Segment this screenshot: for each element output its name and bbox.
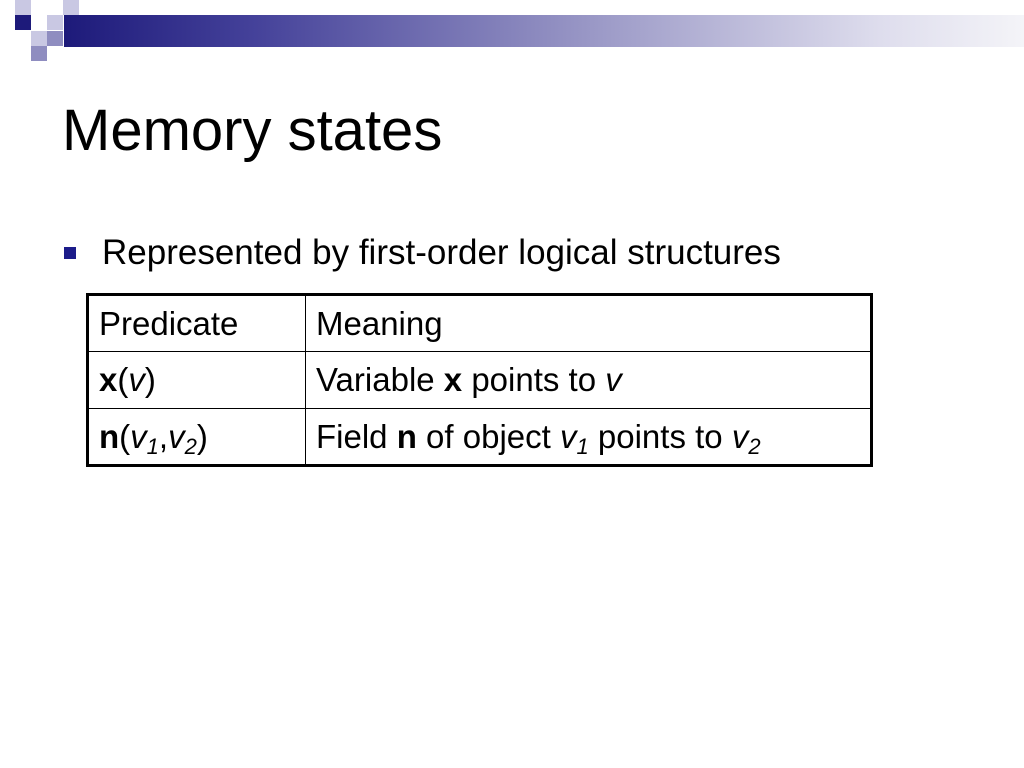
meaning-bold: x <box>443 361 463 398</box>
predicate-table: Predicate Meaning x(v) Variable x points… <box>86 293 873 467</box>
meaning-bold: n <box>396 417 417 455</box>
header-gradient-band <box>64 15 1024 47</box>
subscript: 2 <box>748 434 760 459</box>
meaning-text: Variable <box>316 361 444 398</box>
meaning-var: v <box>559 417 577 455</box>
predicate-arg: v <box>130 417 147 455</box>
predicate-arg: v <box>168 417 185 455</box>
deco-square <box>31 46 47 61</box>
meaning-var: v <box>731 417 749 455</box>
subscript: 2 <box>185 434 197 459</box>
slide-title: Memory states <box>62 98 443 163</box>
deco-square <box>31 31 47 46</box>
deco-square <box>63 0 79 15</box>
paren: ) <box>144 361 156 398</box>
meaning-text: Field <box>316 417 397 455</box>
meaning-cell: Field n of object v1 points to v2 <box>305 408 872 466</box>
header-cell-meaning: Meaning <box>305 294 872 352</box>
deco-square <box>47 15 63 30</box>
deco-square <box>15 15 31 30</box>
predicate-name: x <box>99 361 118 398</box>
table-row: x(v) Variable x points to v <box>87 351 872 409</box>
predicate-cell: n(v1,v2) <box>87 408 306 466</box>
header-cell-predicate: Predicate <box>87 294 306 352</box>
paren: ) <box>196 417 208 455</box>
predicate-cell: x(v) <box>87 351 306 409</box>
meaning-cell: Variable x points to v <box>305 351 872 409</box>
bullet-text: Represented by first-order logical struc… <box>102 233 781 272</box>
deco-square <box>47 31 63 46</box>
subscript: 1 <box>576 434 588 459</box>
meaning-var: v <box>605 361 622 398</box>
square-bullet-icon <box>64 247 76 259</box>
paren: ( <box>119 417 131 455</box>
subscript-text: 1 <box>146 433 159 459</box>
subscript-text: 2 <box>748 433 761 459</box>
table-row: n(v1,v2) Field n of object v1 points to … <box>87 408 872 466</box>
meaning-text: points to <box>588 417 732 455</box>
comma: , <box>158 417 169 455</box>
subscript-text: 2 <box>184 433 197 459</box>
meaning-text: points to <box>462 361 606 398</box>
meaning-text: of object <box>416 417 560 455</box>
bullet-item: Represented by first-order logical struc… <box>64 231 781 275</box>
deco-square <box>15 0 31 15</box>
subscript-text: 1 <box>576 433 589 459</box>
predicate-name: n <box>99 417 120 455</box>
table-header-row: Predicate Meaning <box>87 294 872 352</box>
subscript: 1 <box>147 434 159 459</box>
predicate-arg: v <box>128 361 145 398</box>
paren: ( <box>117 361 129 398</box>
